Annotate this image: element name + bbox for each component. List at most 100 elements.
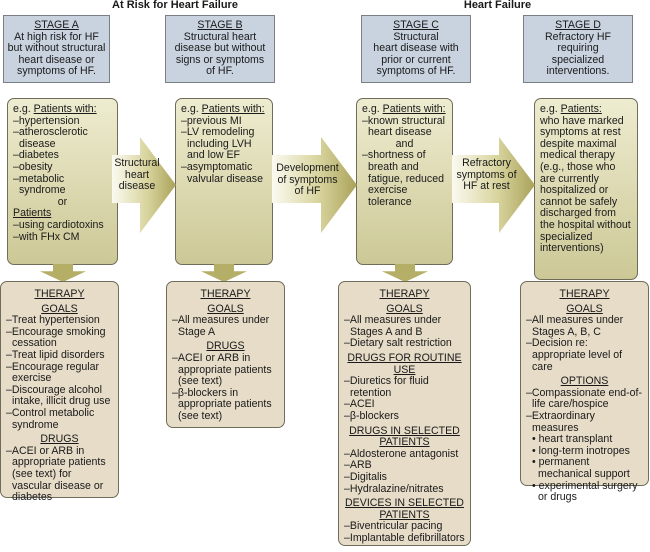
therapy-item: –All measures under Stage A: [172, 314, 270, 338]
stage-description-line: symptoms of HF.: [17, 65, 96, 78]
transition-label-line: of HF: [294, 185, 321, 198]
stage-description-line: heart disease or: [18, 53, 95, 66]
patients-label: Patients with:: [201, 103, 265, 115]
therapy-item: –Encourage regular exercise: [6, 360, 100, 385]
stage-description-line: Structural: [393, 30, 439, 43]
stage-description-line: specialized: [551, 53, 605, 66]
stage-d-patients-box: e.g. Patients:who have marked symptoms a…: [534, 98, 638, 280]
stage-title: STAGE C: [393, 19, 439, 31]
transition-arrow: [272, 137, 357, 233]
patients-item: –hypertension: [13, 114, 80, 127]
patients-label: Patients:: [560, 103, 602, 115]
therapy-item: –ACEI: [344, 398, 375, 411]
therapy-item: –ACEI or ARB in appropriate patients (se…: [172, 351, 272, 388]
therapy-subitem: • permanent mechanical support: [532, 456, 630, 480]
stage-description-line: prior or current: [381, 53, 451, 66]
stage-title: STAGE D: [555, 19, 601, 31]
therapy-section-heading: DRUGS IN SELECTED PATIENTS: [349, 424, 460, 449]
transition-label-line: Refractory: [462, 157, 511, 169]
stage-description-line: Structural heart: [183, 30, 257, 43]
patients-label: Patients with:: [382, 103, 446, 115]
patients-item: who have marked symptoms at rest despite…: [540, 114, 631, 255]
therapy-section-heading: GOALS: [566, 302, 603, 315]
therapy-item: –Extraordinary measures: [526, 409, 595, 434]
therapy-item: –Treat hypertension: [6, 314, 100, 327]
therapy-item: –Diuretics for fluid retention: [344, 375, 429, 399]
stage-a-patients-box: e.g. Patients with:–hypertension–atheros…: [7, 98, 118, 265]
transition-arrow: [112, 137, 176, 233]
header-at-risk: At Risk for Heart Failure: [112, 0, 238, 11]
therapy-item: –Treat lipid disorders: [6, 348, 105, 361]
patients-item: –using cardiotoxins: [13, 218, 104, 231]
patients-item: –metabolic syndrome: [13, 172, 66, 197]
therapy-section-heading: GOALS: [207, 302, 244, 315]
therapy-item: –Dietary salt restriction: [344, 337, 452, 350]
therapy-item: –Digitalis: [344, 470, 387, 483]
therapy-section-heading: OPTIONS: [560, 375, 609, 388]
transition-label-line: heart: [124, 168, 150, 181]
stage-description-line: symptoms of HF.: [376, 65, 456, 78]
stage-title: STAGE B: [197, 19, 243, 31]
stage-b-therapy-box: THERAPY GOALS–All measures under Stage A D…: [166, 281, 285, 428]
therapy-title: THERAPY: [379, 288, 430, 300]
patients-item: –LV remodeling including LVH and low EF: [181, 126, 255, 162]
transition-label-line: of symptoms: [277, 173, 338, 186]
stage-description-line: signs or symptoms: [175, 53, 265, 66]
therapy-item: –All measures under Stages A, B, C: [526, 314, 624, 338]
stage-description-line: heart disease with: [373, 42, 459, 55]
therapy-item: –Biventricular pacing: [344, 520, 443, 533]
patients-connector: or: [57, 195, 68, 208]
patients-heading: e.g. Patients with:: [13, 103, 112, 116]
stage-d-therapy-box: THERAPY GOALS–All measures under Stages A…: [520, 281, 649, 503]
therapy-section-heading: GOALS: [41, 302, 78, 315]
patients-item: –with FHx CM: [13, 230, 80, 243]
stage-description-line: At high risk for HF: [14, 30, 99, 43]
down-arrow: [38, 264, 88, 286]
therapy-title: THERAPY: [559, 288, 610, 300]
transition-label-line: symptoms of: [456, 168, 517, 181]
therapy-item: –Implantable defibrillators: [344, 531, 465, 544]
transition-label-line: Development: [276, 162, 339, 174]
transition-arrow: [452, 137, 535, 233]
transition-label-line: Structural: [114, 157, 160, 169]
transition-label-line: HF at rest: [463, 180, 510, 193]
stage-description-line: interventions.: [546, 65, 610, 78]
therapy-subitem: • experimental surgery or drugs: [532, 479, 638, 504]
patients-heading: e.g. Patients:: [540, 103, 632, 116]
therapy-section-heading: DEVICES IN SELECTED PATIENTS: [345, 497, 464, 521]
therapy-item: –ARB: [344, 459, 372, 472]
eg-prefix: e.g.: [362, 103, 383, 115]
therapy-subitem: • long-term inotropes: [532, 444, 630, 457]
therapy-section-heading: DRUGS FOR ROUTINE USE: [347, 351, 462, 376]
therapy-item: –Encourage smoking cessation: [6, 325, 106, 350]
down-arrow: [199, 264, 249, 286]
patients-item: –atherosclerotic disease: [13, 126, 88, 150]
therapy-item: –Aldosterone antagonist: [344, 447, 459, 460]
patients-label: Patients with:: [33, 103, 97, 115]
patients-item: –shortness of breath and fatigue, reduce…: [362, 149, 444, 208]
stage-description-line: disease but without: [174, 42, 266, 55]
therapy-item: –ACEI or ARB in appropriate patients (se…: [6, 444, 106, 504]
stage-description-line: of HF.: [206, 65, 234, 78]
eg-prefix: e.g.: [13, 103, 34, 115]
patients-item: –diabetes: [13, 149, 59, 162]
transition-label-line: disease: [118, 180, 156, 193]
stage-b-patients-box: e.g. Patients with:–previous MI–LV remod…: [175, 98, 273, 265]
patients-heading: e.g. Patients with:: [362, 103, 447, 116]
therapy-item: –Discourage alcohol intake, illicit drug…: [6, 383, 111, 408]
therapy-title: THERAPY: [200, 288, 251, 300]
therapy-section-heading: DRUGS: [206, 340, 245, 353]
therapy-item: –Hydralazine/nitrates: [344, 482, 444, 495]
patients-item: –known structural heart disease: [362, 114, 446, 139]
eg-prefix: e.g.: [540, 103, 561, 115]
stage-description-line: but without structural: [7, 42, 106, 55]
header-heart-failure: Heart Failure: [463, 0, 532, 11]
therapy-item: –Control metabolic syndrome: [6, 406, 95, 431]
therapy-item: –All measures under Stages A and B: [344, 314, 442, 338]
